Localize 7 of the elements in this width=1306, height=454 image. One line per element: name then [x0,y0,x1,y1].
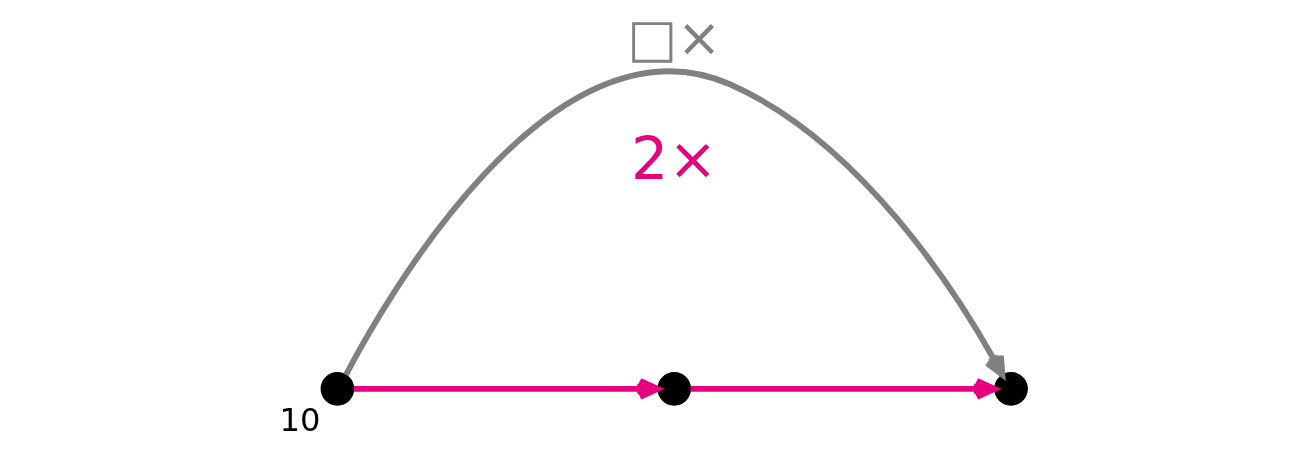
edge-label: □× [627,7,722,69]
node-circle [994,371,1028,406]
label: 2× [631,125,718,194]
node-circle [657,371,692,406]
node-circle [320,371,355,406]
arrow [343,69,1006,378]
node-label: 10 [279,400,321,439]
